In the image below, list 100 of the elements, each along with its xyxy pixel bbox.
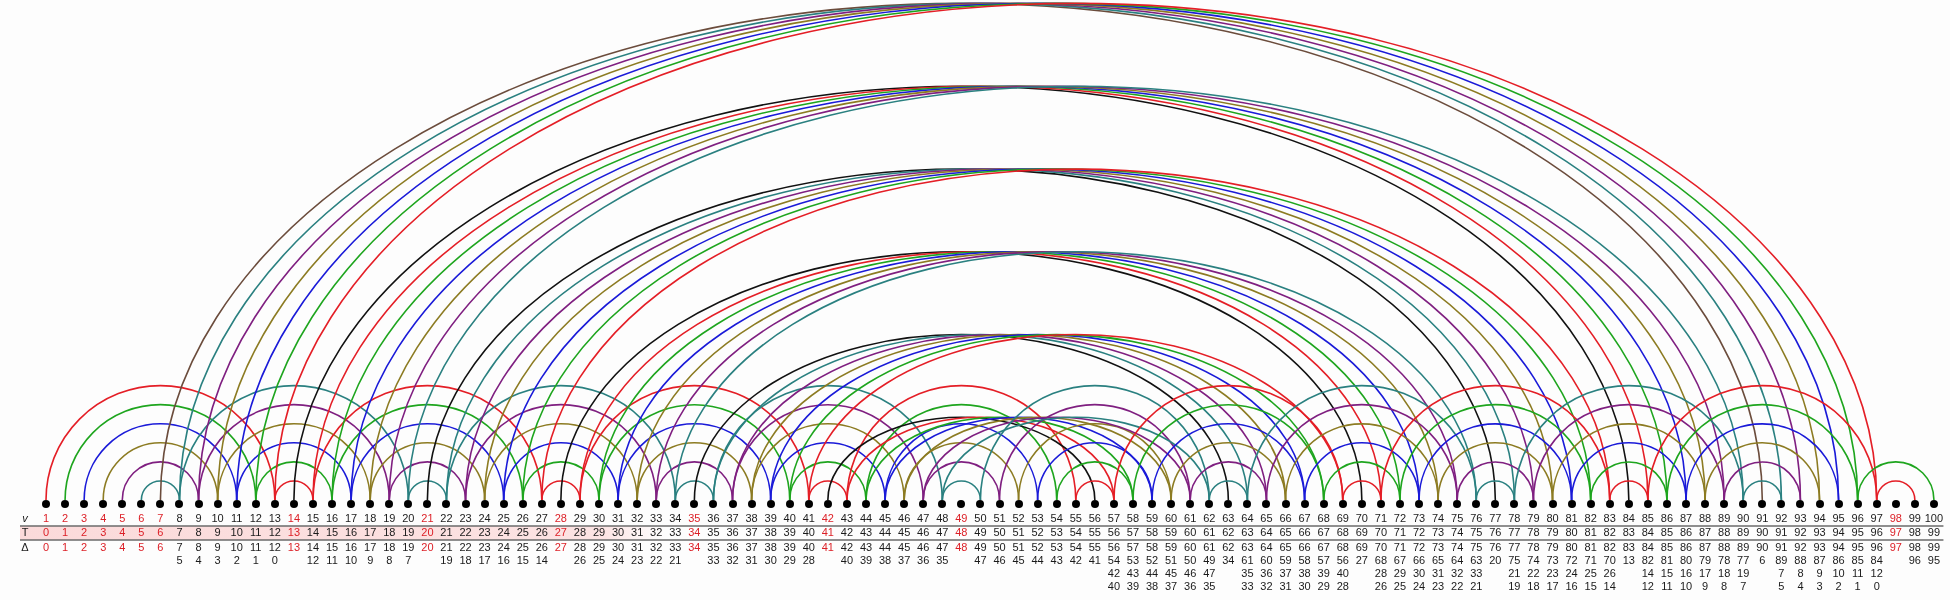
vertex-number: 15 — [306, 511, 320, 525]
t-value: 47 — [936, 525, 949, 539]
arc — [216, 423, 371, 501]
t-value: 62 — [1222, 525, 1235, 539]
delta-values: 81 71 25 15 — [1584, 541, 1597, 593]
delta-values: 77 75 21 19 — [1508, 541, 1521, 593]
delta-values: 41 — [821, 541, 834, 554]
t-value: 82 — [1603, 525, 1616, 539]
arc — [941, 480, 982, 501]
arc — [1723, 461, 1802, 501]
delta-values: 57 53 43 39 — [1126, 541, 1140, 593]
t-value: 66 — [1298, 525, 1311, 539]
t-value: 6 — [157, 525, 164, 539]
delta-values: 62 34 — [1222, 541, 1235, 567]
delta-values: 42 40 — [840, 541, 854, 567]
arc — [1075, 480, 1115, 501]
t-value: 49 — [974, 525, 987, 539]
t-value: 38 — [764, 525, 777, 539]
delta-values: 12 0 — [268, 541, 281, 567]
arc — [1341, 480, 1382, 501]
t-value: 96 — [1870, 525, 1883, 539]
vertex-number: 91 — [1756, 511, 1769, 525]
delta-values: 44 38 — [878, 541, 892, 567]
t-value: 89 — [1737, 525, 1750, 539]
t-value: 29 — [592, 525, 606, 539]
t-value: 20 — [421, 525, 434, 539]
arc — [235, 442, 352, 501]
vertex-number: 9 — [195, 511, 202, 525]
t-value: 0 — [42, 525, 50, 539]
delta-values: 88 78 18 8 — [1718, 541, 1731, 593]
arc — [1666, 404, 1859, 501]
delta-values: 6 — [157, 541, 164, 554]
vertex-number: 46 — [898, 511, 911, 525]
arc — [140, 480, 181, 501]
vertex-number: 61 — [1184, 511, 1197, 525]
t-value: 71 — [1393, 525, 1407, 539]
vertex-number: 38 — [745, 511, 758, 525]
delta-values: 40 28 — [802, 541, 815, 567]
t-value: 94 — [1832, 525, 1845, 539]
vertex-number: 43 — [840, 511, 854, 525]
arc — [998, 404, 1191, 501]
arc — [483, 423, 638, 501]
t-value: 61 — [1203, 525, 1216, 539]
delta-values: 70 68 28 26 — [1374, 541, 1387, 593]
delta-values: 64 60 36 32 — [1260, 541, 1273, 593]
arc — [178, 385, 410, 501]
t-value: 64 — [1260, 525, 1273, 539]
t-value: 34 — [688, 525, 701, 539]
arc — [674, 480, 715, 501]
arc — [712, 385, 944, 501]
delta-values: 48 — [955, 541, 968, 554]
arc — [1608, 480, 1649, 501]
vertex-number: 66 — [1279, 511, 1292, 525]
vertex-number: 36 — [707, 511, 720, 525]
delta-values: 15 11 — [325, 541, 339, 567]
delta-values: 83 13 — [1622, 541, 1635, 567]
vertex-number: 87 — [1679, 511, 1693, 525]
t-value: 27 — [554, 525, 567, 539]
delta-values: 79 73 23 17 — [1546, 541, 1559, 593]
delta-values: 24 16 — [497, 541, 510, 567]
arc — [1742, 480, 1783, 501]
delta-values: 1 — [62, 541, 69, 554]
delta-values: 7 5 — [176, 541, 183, 567]
delta-values: 87 79 17 9 — [1698, 541, 1712, 593]
t-value: 54 — [1069, 525, 1082, 539]
vertex-number: 68 — [1317, 511, 1330, 525]
vertex-number: 65 — [1260, 511, 1273, 525]
delta-values: 5 — [138, 541, 145, 554]
t-value: 4 — [119, 525, 126, 539]
t-value: 72 — [1412, 525, 1426, 539]
t-value: 40 — [802, 525, 815, 539]
vertex-number: 39 — [764, 511, 777, 525]
t-value: 75 — [1470, 525, 1483, 539]
arc — [464, 404, 658, 501]
vertex-number: 76 — [1470, 511, 1483, 525]
arc — [1113, 385, 1344, 501]
delta-values: 9 3 — [214, 541, 221, 567]
vertex-number: 78 — [1508, 511, 1521, 525]
arc — [903, 442, 1020, 501]
vertex-number: 26 — [516, 511, 529, 525]
delta-values: 27 — [554, 541, 567, 554]
delta-values: 20 — [421, 541, 434, 554]
t-value: 69 — [1355, 525, 1368, 539]
t-value: 53 — [1050, 525, 1063, 539]
t-value: 59 — [1165, 525, 1178, 539]
t-value: 8 — [195, 525, 202, 539]
delta-values: 65 59 37 31 — [1279, 541, 1292, 593]
delta-values: 46 36 — [917, 541, 930, 567]
t-value: 19 — [402, 525, 415, 539]
vertex-number: 81 — [1565, 511, 1578, 525]
delta-values: 38 30 — [764, 541, 777, 567]
delta-values: 69 27 — [1355, 541, 1368, 567]
arc — [1017, 423, 1172, 501]
vertex-number: 6 — [138, 511, 145, 525]
delta-values: 56 54 42 40 — [1107, 541, 1121, 593]
vertex-number: 35 — [688, 511, 701, 525]
arc — [1380, 385, 1611, 501]
vertex-number: 18 — [364, 511, 377, 525]
delta-values: 74 64 32 22 — [1451, 541, 1464, 593]
delta-values: 31 23 — [631, 541, 644, 567]
